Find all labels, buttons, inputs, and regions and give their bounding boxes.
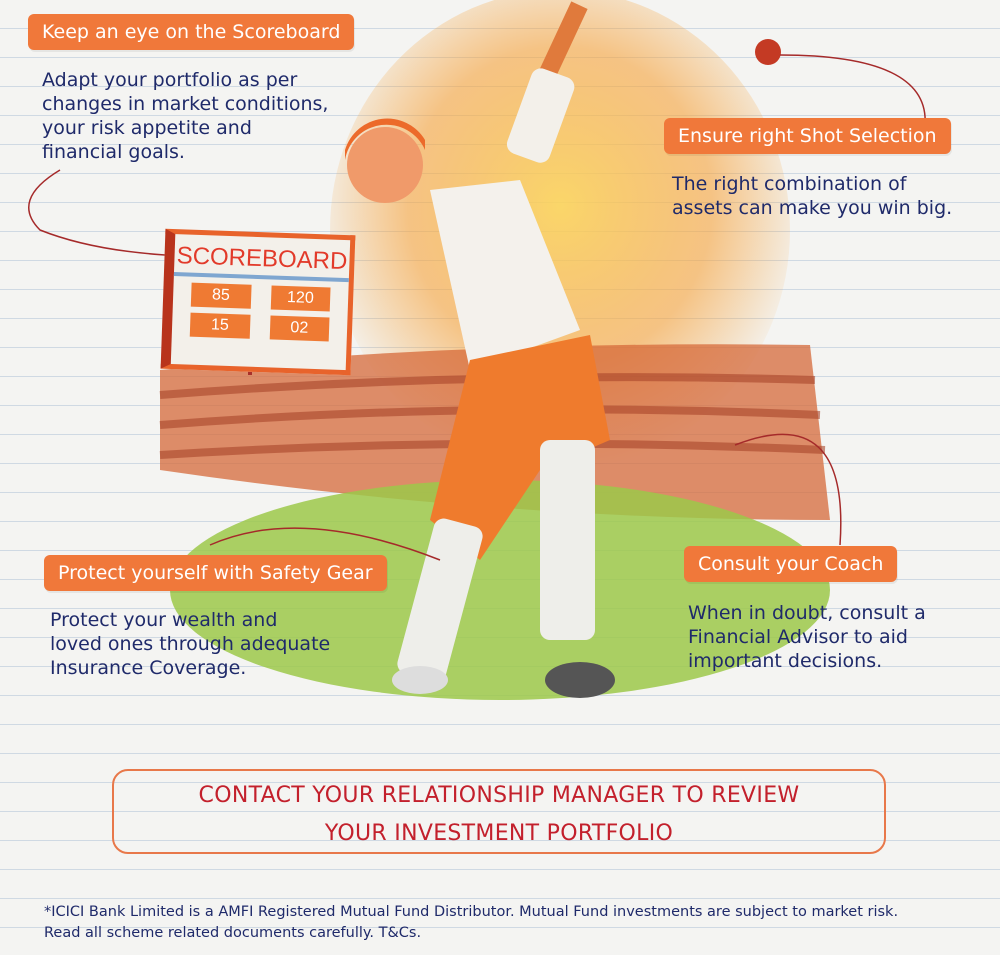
disclaimer: *ICICI Bank Limited is a AMFI Registered… [44,902,898,944]
contact-rm-banner: CONTACT YOUR RELATIONSHIP MANAGER TO REV… [112,769,886,854]
score-cell: 15 [189,312,251,339]
connector-line [28,169,166,256]
safety-gear-text: Protect your wealth and loved ones throu… [50,608,330,680]
cta-line: CONTACT YOUR RELATIONSHIP MANAGER TO REV… [198,783,800,808]
scoreboard-text: Adapt your portfolio as per changes in m… [42,68,328,164]
connector-line [779,54,926,126]
text-line: The right combination of [672,173,907,195]
text-line: loved ones through adequate [50,633,331,655]
text-line: Adapt your portfolio as per [42,69,298,91]
disclaimer-line: *ICICI Bank Limited is a AMFI Registered… [44,904,899,920]
connector-line [734,433,842,546]
text-line: When in doubt, consult a [688,602,926,624]
text-line: Insurance Coverage. [50,657,247,679]
text-line: Financial Advisor to aid [688,626,908,648]
coach-text: When in doubt, consult a Financial Advis… [688,601,926,673]
score-cell: 120 [270,285,331,312]
text-line: changes in market conditions, [42,93,329,115]
scoreboard: SCOREBOARD 85 120 15 02 [160,228,356,376]
score-cell: 02 [269,315,330,342]
score-cell: 85 [190,282,252,309]
cricket-ball-icon [755,39,781,65]
cta-line: YOUR INVESTMENT PORTFOLIO [324,821,674,846]
grass-field [170,480,830,700]
scoreboard-tag: Keep an eye on the Scoreboard [28,14,355,50]
shot-selection-text: The right combination of assets can make… [672,172,952,220]
disclaimer-line: Read all scheme related documents carefu… [44,925,422,941]
text-line: important decisions. [688,650,883,672]
connector-line [209,527,441,561]
text-line: assets can make you win big. [672,197,953,219]
safety-gear-tag: Protect yourself with Safety Gear [44,555,387,591]
coach-tag: Consult your Coach [684,546,898,582]
text-line: your risk appetite and [42,117,252,139]
text-line: Protect your wealth and [50,609,278,631]
shot-selection-tag: Ensure right Shot Selection [664,118,951,154]
batsman [345,1,615,698]
text-line: financial goals. [42,141,185,163]
